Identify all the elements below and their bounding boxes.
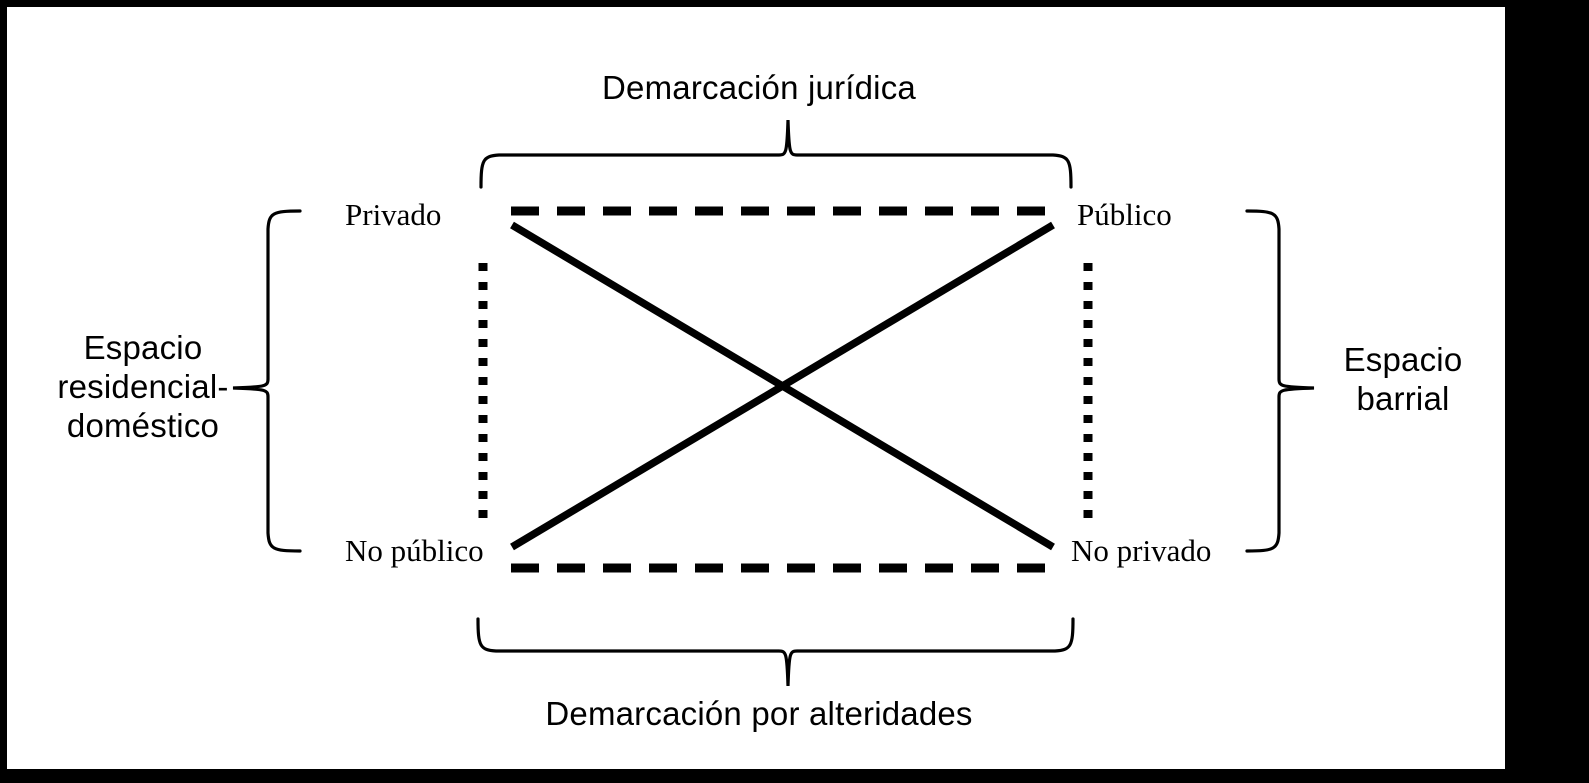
brace-left	[232, 209, 302, 553]
brace-bottom	[476, 617, 1075, 687]
right-black-band	[1512, 0, 1589, 783]
side-label-left: Espacio residencial- doméstico	[57, 329, 229, 444]
corner-label-privado: Privado	[345, 197, 442, 232]
diagram-sheet: Demarcación jurídica Demarcación por alt…	[4, 4, 1508, 772]
corner-label-no-privado: No privado	[1071, 533, 1212, 568]
corner-label-no-publico: No público	[345, 533, 484, 568]
title-bottom: Demarcación por alteridades	[545, 695, 973, 732]
edge-diagonal-nopublico-publico	[510, 221, 1055, 551]
side-label-right: Espacio barrial	[1343, 341, 1463, 417]
brace-top	[479, 119, 1073, 189]
corner-label-publico: Público	[1077, 197, 1172, 232]
diagram-graphics	[232, 119, 1315, 687]
title-top: Demarcación jurídica	[602, 69, 916, 106]
brace-right	[1245, 209, 1315, 553]
